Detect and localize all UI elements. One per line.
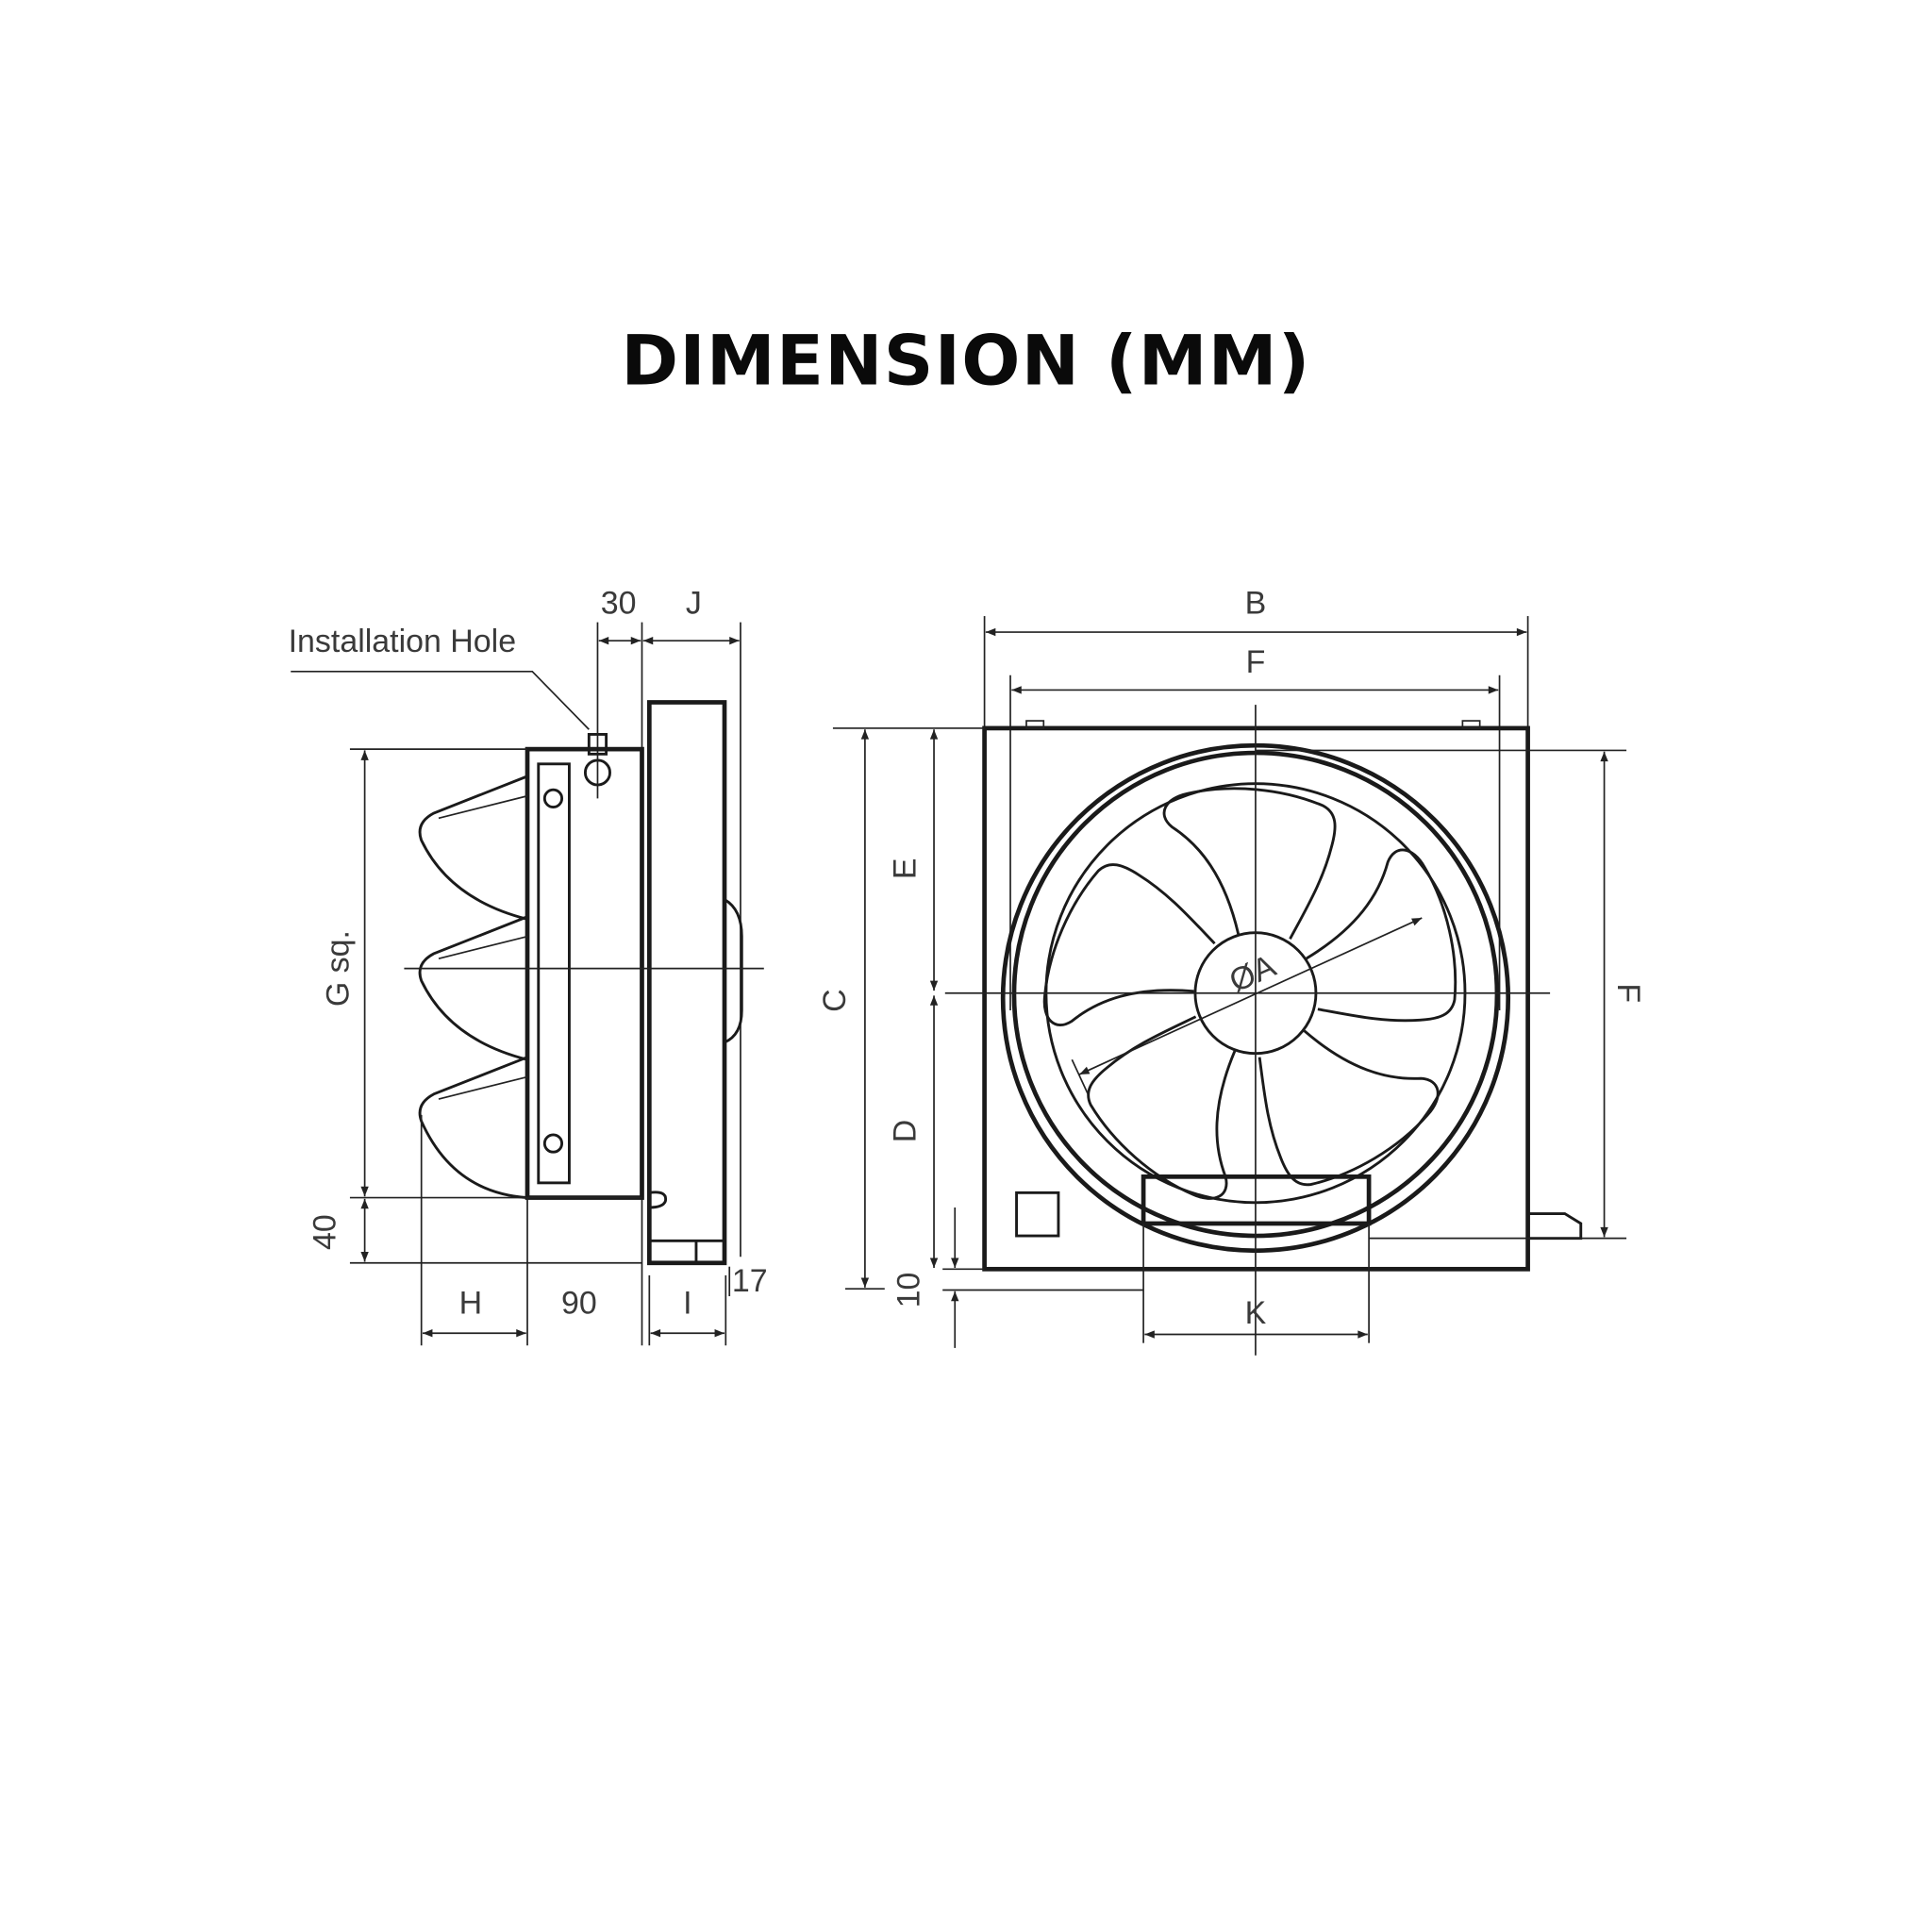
installation-hole-label: Installation Hole (289, 624, 516, 659)
side-view: Installation Hole 30 J (289, 585, 768, 1346)
mount-slot (537, 762, 571, 1185)
dim-h-label: H (459, 1285, 483, 1321)
front-view: B F ØA C (817, 585, 1646, 1356)
fan-blades (1031, 787, 1476, 1214)
dim-k-label: K (1245, 1295, 1267, 1331)
dim-90-label: 90 (561, 1285, 597, 1321)
back-panel (646, 700, 727, 1266)
dim-d-label: D (887, 1120, 923, 1143)
dim-c-label: C (817, 989, 853, 1012)
bottom-shutter (1141, 1174, 1372, 1226)
dim-40-label: 40 (307, 1214, 342, 1250)
installation-hole-leader (291, 670, 590, 730)
louvers (418, 774, 528, 1199)
dim-g-label: G sq. (321, 930, 357, 1007)
dim-i-label: I (683, 1285, 691, 1321)
side-body (525, 746, 644, 1200)
dim-e-label: E (887, 858, 923, 879)
dim-f-right-label: F (1610, 983, 1646, 1003)
dim-f-top-label: F (1246, 644, 1266, 680)
dim-b-label: B (1245, 585, 1267, 621)
page-title: DIMENSION (MM) (621, 322, 1310, 402)
dim-10-label: 10 (891, 1273, 926, 1308)
dim-17-label: 17 (732, 1263, 768, 1299)
dim-a-arrow (1078, 917, 1423, 1075)
dim-j-label: J (686, 585, 702, 621)
cord-tab (1527, 1212, 1583, 1241)
dim-30-label: 30 (601, 585, 637, 621)
motor-bulge (724, 898, 743, 1044)
small-square (1015, 1191, 1060, 1238)
hook (649, 1191, 668, 1209)
